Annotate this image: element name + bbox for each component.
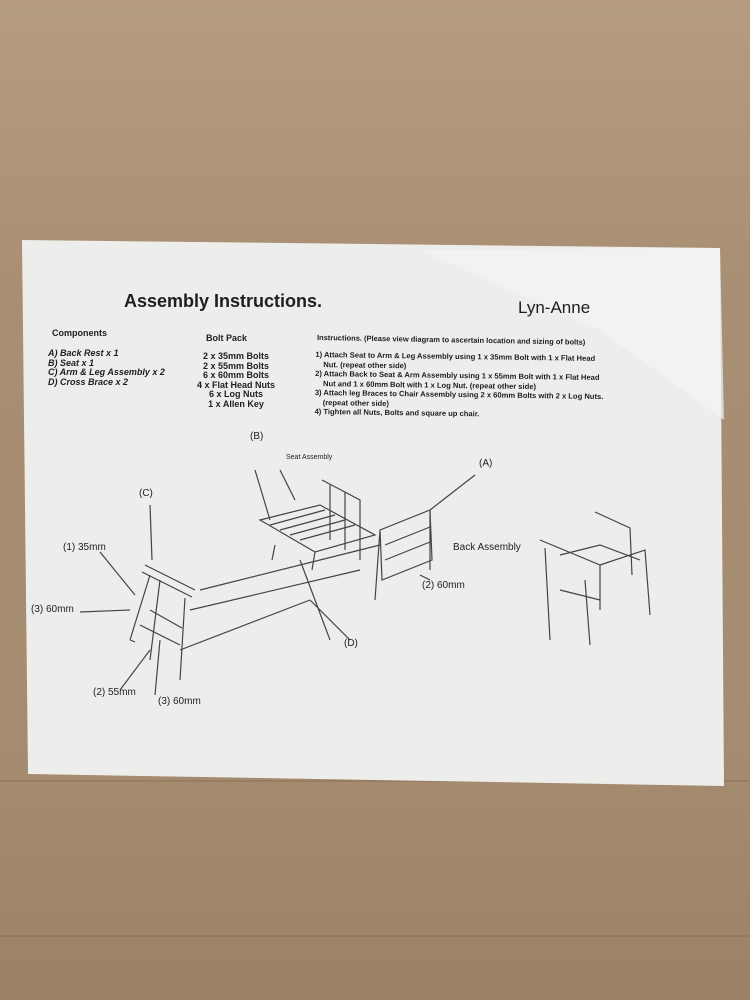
component-item: A) Back Rest x 1 <box>48 348 119 358</box>
label-bolt-60-3a: (3) 60mm <box>31 604 74 615</box>
bolt-item: 2 x 35mm Bolts <box>203 351 270 361</box>
bolt-item: 2 x 55mm Bolts <box>203 360 270 371</box>
label-d: (D) <box>344 638 358 649</box>
bolt-item: 1 x Allen Key <box>208 398 264 409</box>
document-title: Assembly Instructions. <box>124 291 323 311</box>
components-heading: Components <box>52 328 107 338</box>
bolt-item: 6 x 60mm Bolts <box>203 370 270 380</box>
bolt-item: 4 x Flat Head Nuts <box>197 379 276 390</box>
component-item: C) Arm & Leg Assembly x 2 <box>48 367 165 377</box>
label-bolt-35: (1) 35mm <box>63 542 106 553</box>
label-back-assembly: Back Assembly <box>453 542 521 553</box>
chair-exploded-diagram <box>79 469 651 696</box>
cardboard-seam <box>0 780 750 782</box>
label-bolt-60-3b: (3) 60mm <box>158 696 201 707</box>
label-a: (A) <box>479 458 493 469</box>
component-item: D) Cross Brace x 2 <box>48 376 129 387</box>
components-list: A) Back Rest x 1 B) Seat x 1 C) Arm & Le… <box>48 348 165 387</box>
label-c: (C) <box>139 488 153 499</box>
brand-name: Lyn-Anne <box>518 298 591 317</box>
label-bolt-55: (2) 55mm <box>93 687 136 698</box>
instructions-steps: 1) Attach Seat to Arm & Leg Assembly usi… <box>315 350 604 421</box>
cardboard-seam <box>0 935 750 937</box>
label-bolt-60-2: (2) 60mm <box>422 580 465 591</box>
bolt-pack-heading: Bolt Pack <box>206 333 248 343</box>
label-seat-assembly: Seat Assembly <box>286 454 333 461</box>
bolt-pack-list: 2 x 35mm Bolts 2 x 55mm Bolts 6 x 60mm B… <box>197 351 276 409</box>
bolt-item: 6 x Log Nuts <box>209 389 264 399</box>
component-item: B) Seat x 1 <box>48 357 95 368</box>
label-b: (B) <box>250 431 264 442</box>
